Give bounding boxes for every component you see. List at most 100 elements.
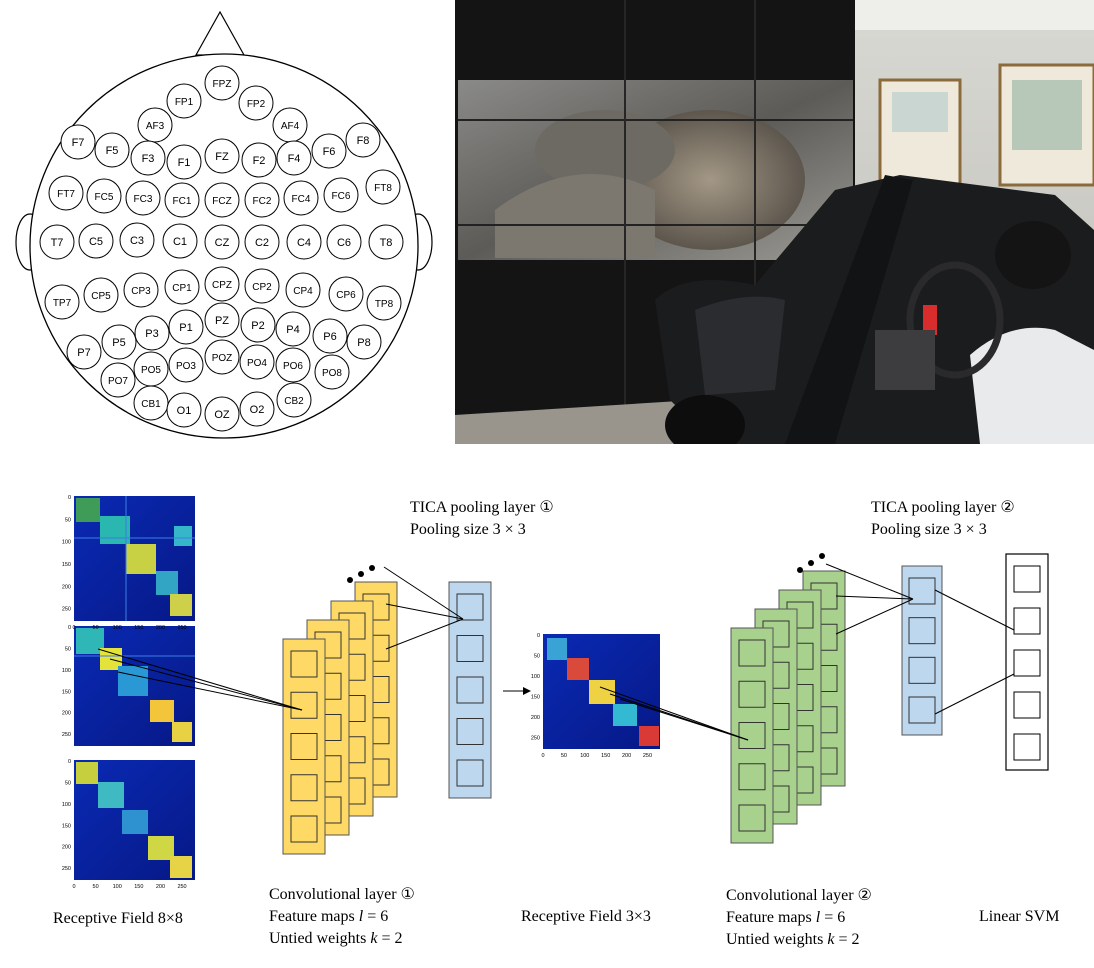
electrode-fp2: FP2	[238, 85, 274, 121]
heatmap-y-tick: 0	[68, 625, 71, 631]
electrode-fz: FZ	[204, 138, 240, 174]
tica1-size: Pooling size 3 × 3	[410, 521, 526, 538]
svm-unit	[1013, 607, 1041, 635]
electrode-ft8: FT8	[365, 169, 401, 205]
electrode-label: F3	[142, 153, 155, 165]
electrode-label: PO5	[141, 365, 161, 376]
electrode-po4: PO4	[239, 344, 275, 380]
map-unit	[290, 650, 318, 678]
heatmap-y-tick: 250	[62, 732, 71, 738]
heatmap-y-tick: 50	[534, 654, 540, 660]
electrode-o2: O2	[239, 391, 275, 427]
electrode-fc3: FC3	[125, 180, 161, 216]
heatmap-y-tick: 100	[62, 668, 71, 674]
heatmap-y-tick: 100	[62, 802, 71, 808]
heatmap-x-tick: 50	[93, 625, 99, 631]
conv2-weights: Untied weights k = 2	[726, 931, 860, 948]
connection-line	[117, 671, 303, 711]
electrode-label: CZ	[215, 237, 230, 249]
electrode-label: PO8	[322, 368, 342, 379]
electrode-f1: F1	[166, 144, 202, 180]
heatmap-y-tick: 0	[537, 633, 540, 639]
electrode-label: CP1	[172, 283, 192, 294]
map-unit	[290, 733, 318, 760]
electrode-c6: C6	[326, 224, 362, 260]
stack-dot	[797, 567, 803, 573]
correlation-heatmap-4	[543, 634, 660, 749]
heatmap-y-tick: 150	[531, 695, 540, 701]
electrode-cp3: CP3	[123, 272, 159, 308]
electrode-label: TP8	[375, 299, 394, 310]
linear-svm-layer	[1005, 553, 1049, 771]
electrode-label: TP7	[53, 298, 72, 309]
electrode-c4: C4	[286, 224, 322, 260]
electrode-label: P5	[112, 337, 125, 349]
heatmap-y-tick: 50	[65, 646, 71, 652]
heatmap-y-tick: 200	[62, 711, 71, 717]
electrode-label: POZ	[212, 353, 233, 364]
conv-layer-1	[282, 581, 398, 855]
connection-lines	[97, 563, 1015, 741]
pool-unit	[908, 656, 936, 684]
electrode-label: F7	[72, 137, 85, 149]
svm-unit	[1013, 649, 1041, 677]
heatmap-x-tick: 200	[622, 753, 631, 759]
electrode-c2: C2	[244, 224, 280, 260]
electrode-label: FT8	[374, 183, 392, 194]
electrode-label: FC6	[332, 191, 351, 202]
heatmap-x-tick: 200	[156, 884, 165, 890]
electrode-label: C3	[130, 235, 144, 247]
electrode-cpz: CPZ	[204, 266, 240, 302]
heatmap-y-tick: 200	[62, 845, 71, 851]
heatmap-x-tick: 100	[113, 884, 122, 890]
electrode-po8: PO8	[314, 354, 350, 390]
electrode-label: F5	[106, 145, 119, 157]
heatmap-y-tick: 250	[62, 607, 71, 613]
heatmap-x-tick: 200	[156, 625, 165, 631]
map-unit	[290, 774, 318, 802]
electrode-label: C5	[89, 236, 103, 248]
electrode-c3: C3	[119, 222, 155, 258]
electrode-pz: PZ	[204, 302, 240, 338]
correlation-heatmap-1	[74, 496, 195, 621]
electrode-label: T7	[51, 237, 64, 249]
heatmap-y-tick: 250	[531, 736, 540, 742]
electrode-fpz: FPZ	[204, 65, 240, 101]
electrode-label: C1	[173, 236, 187, 248]
electrode-label: P3	[145, 328, 158, 340]
electrode-label: FC1	[173, 196, 192, 207]
electrode-cz: CZ	[204, 224, 240, 260]
heatmap-x-tick: 100	[113, 625, 122, 631]
heatmap-x-tick: 0	[541, 753, 544, 759]
conv2-title: Convolutional layer ②	[726, 887, 872, 904]
electrode-t7: T7	[39, 224, 75, 260]
electrode-label: C2	[255, 237, 269, 249]
electrode-label: CP2	[252, 282, 272, 293]
electrode-cb1: CB1	[133, 385, 169, 421]
heatmap-y-tick: 150	[62, 689, 71, 695]
electrode-label: FCZ	[212, 196, 231, 207]
electrode-label: FC5	[95, 192, 114, 203]
electrode-label: FZ	[215, 151, 229, 163]
conv2-maps: Feature maps l = 6	[726, 909, 846, 926]
electrode-label: F4	[288, 153, 301, 165]
svm-unit	[1013, 691, 1041, 719]
electrode-fc2: FC2	[244, 182, 280, 218]
map-unit	[290, 815, 318, 843]
tica1-title: TICA pooling layer ①	[410, 499, 554, 516]
pool-unit	[908, 617, 936, 645]
electrode-label: T8	[380, 237, 393, 249]
heatmap-x-tick: 50	[561, 753, 567, 759]
heatmap-x-tick: 250	[643, 753, 652, 759]
electrode-fc6: FC6	[323, 177, 359, 213]
electrode-f8: F8	[345, 122, 381, 158]
electrode-p8: P8	[346, 324, 382, 360]
electrode-f5: F5	[94, 132, 130, 168]
electrode-oz: OZ	[204, 396, 240, 432]
heatmap-y-tick: 100	[62, 540, 71, 546]
electrode-f3: F3	[130, 140, 166, 176]
electrode-label: P1	[179, 322, 192, 334]
electrode-f2: F2	[241, 142, 277, 178]
heatmap-y-tick: 200	[531, 715, 540, 721]
